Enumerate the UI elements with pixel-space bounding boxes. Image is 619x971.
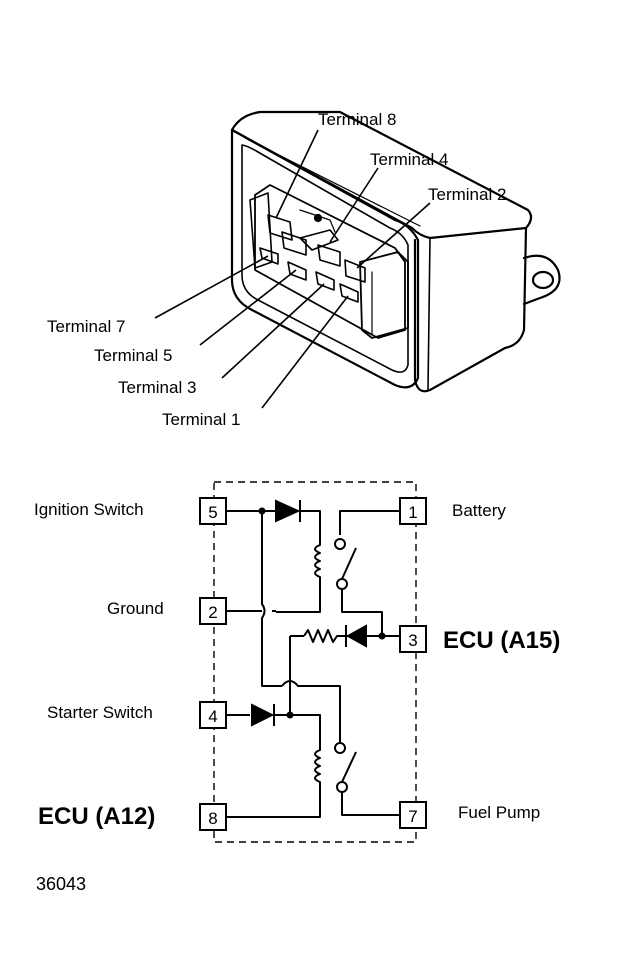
pin-4-number: 4 [208,707,217,726]
figure-number: 36043 [36,874,86,894]
junctions [258,507,386,719]
pin-5-box [199,497,227,525]
leader-terminal-3 [221,283,325,379]
diodes [251,499,367,727]
callout-terminal-2: Terminal 2 [428,185,506,204]
pin-1-box [399,497,427,525]
switch-1-lower-contact [336,578,348,590]
leader-terminal-5 [199,269,297,346]
label-starter-switch: Starter Switch [47,703,153,722]
callout-terminal-4: Terminal 4 [370,150,448,169]
leader-terminal-8 [275,129,319,219]
junction-pin4 [286,711,294,719]
pin-boxes [199,497,427,831]
pin-8-number: 8 [208,809,217,828]
relay-switches [334,538,357,793]
switch-2-lower-contact [336,781,348,793]
callout-terminal-7: Terminal 7 [47,317,125,336]
callout-terminal-5: Terminal 5 [94,346,172,365]
callout-terminal-8: Terminal 8 [318,110,396,129]
label-fuel-pump: Fuel Pump [458,803,540,822]
callout-terminal-1: Terminal 1 [162,410,240,429]
pin-7-number: 7 [408,807,417,826]
pin-8-box [199,803,227,831]
junction-pin3 [378,632,386,640]
leader-terminal-4 [329,167,379,243]
pin-7-box [399,801,427,829]
pin-2-number: 2 [208,603,217,622]
label-ignition-switch: Ignition Switch [34,500,144,519]
switch-2-blade [341,751,357,783]
label-battery: Battery [452,501,506,520]
diode-starter [251,703,275,727]
leader-terminal-1 [261,295,349,409]
wiring [226,510,400,818]
switch-1-blade [341,547,357,580]
pin-5-number: 5 [208,503,217,522]
callout-lines [154,129,431,409]
callout-terminal-3: Terminal 3 [118,378,196,397]
leader-terminal-7 [154,255,269,319]
pin-3-box [399,625,427,653]
relay-illustration [230,110,561,393]
pin-3-number: 3 [408,631,417,650]
label-ecu-a15: ECU (A15) [443,627,560,654]
switch-1-upper-contact [334,538,346,550]
junction-pin5 [258,507,266,515]
diode-ignition [275,499,301,523]
label-ground: Ground [107,599,164,618]
relay-enclosure-outline [213,481,417,843]
leader-terminal-2 [356,202,431,269]
pin-1-number: 1 [408,503,417,522]
diode-ecu-a15 [345,624,367,648]
pin-2-box [199,597,227,625]
label-ecu-a12: ECU (A12) [38,803,155,830]
switch-2-upper-contact [334,742,346,754]
